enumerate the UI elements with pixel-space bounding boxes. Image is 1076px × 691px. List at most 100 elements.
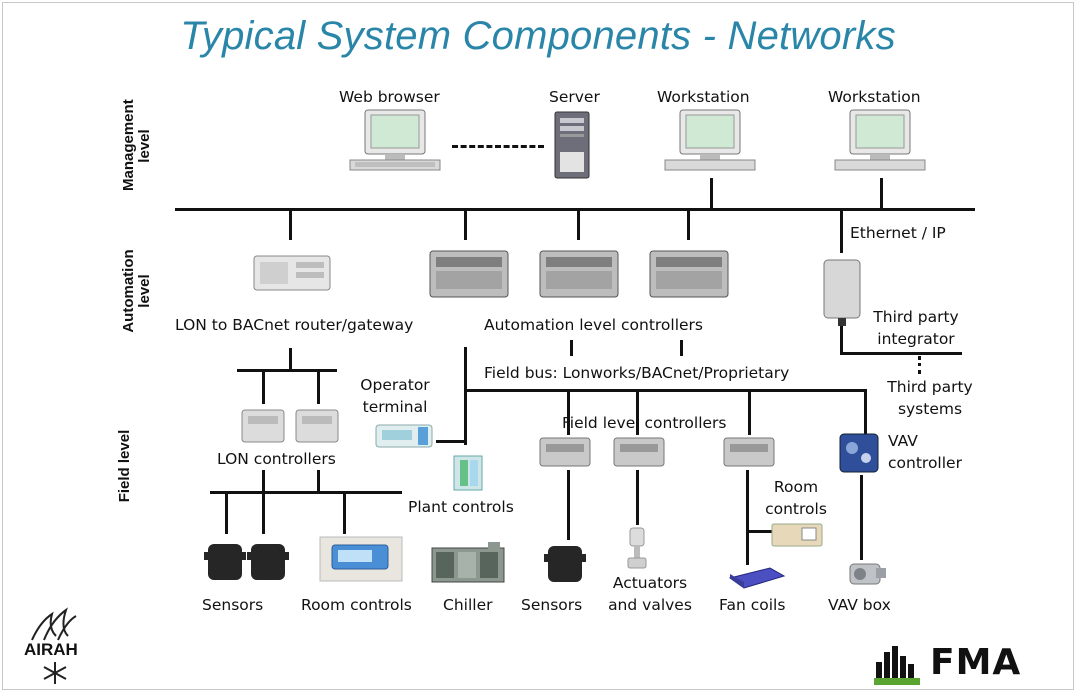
lon-ctrl-drop-2 xyxy=(317,470,320,492)
chiller-icon xyxy=(430,540,506,584)
flc-1-icon xyxy=(538,432,592,472)
label-workstation-1: Workstation xyxy=(657,88,750,106)
room-controls-right-icon xyxy=(770,520,826,550)
sensor-1-icon xyxy=(200,538,250,586)
label-integrator-line2: integrator xyxy=(877,330,955,348)
lon-bus-top xyxy=(237,369,337,372)
label-sensors-2: Sensors xyxy=(521,596,583,614)
alc-drop-3 xyxy=(680,340,683,356)
slide-title: Typical System Components - Networks xyxy=(180,14,896,58)
web-browser-pc-icon xyxy=(345,108,445,176)
drop-workstation-2 xyxy=(880,178,883,210)
vav-box-icon xyxy=(840,556,890,590)
sensor-3-icon xyxy=(540,540,590,588)
label-fan-coils: Fan coils xyxy=(719,596,786,614)
plant-controls-icon xyxy=(450,452,486,494)
level-label-automation: Automation level xyxy=(120,246,153,336)
integrator-dotted xyxy=(918,356,921,374)
vav-drop xyxy=(860,475,863,560)
drop-alc-1 xyxy=(464,208,467,240)
alc-3-icon xyxy=(648,245,730,303)
label-actuators: Actuators and valves xyxy=(598,572,702,616)
fan-coil-icon xyxy=(726,562,786,590)
integrator-drop xyxy=(840,325,843,353)
integrator-icon xyxy=(820,258,864,328)
lon-controller-1-icon xyxy=(240,406,286,446)
airah-logo: AIRAH xyxy=(22,600,88,686)
sensor-drop-3 xyxy=(343,491,346,534)
label-alc: Automation level controllers xyxy=(484,316,704,334)
label-operator-line2: terminal xyxy=(362,398,428,416)
label-room-controls: Room controls xyxy=(301,596,412,614)
workstation-1-icon xyxy=(660,108,760,176)
flc-drop-sensor xyxy=(567,470,570,540)
label-systems-line1: Third party xyxy=(887,378,973,396)
vav-controller-icon xyxy=(836,430,882,476)
lon-router-icon xyxy=(252,252,332,294)
label-field-level-controllers: Field level controllers xyxy=(562,414,727,432)
lon-controller-2-icon xyxy=(294,406,340,446)
level-label-management-line2: level xyxy=(136,129,153,163)
sensor-bus xyxy=(210,491,402,494)
label-actuators-line2: and valves xyxy=(608,596,692,614)
flc-3-icon xyxy=(722,432,776,472)
room-controls-icon xyxy=(318,535,404,583)
flc-2-icon xyxy=(612,432,666,472)
drop-alc-3 xyxy=(687,208,690,240)
label-plant-controls: Plant controls xyxy=(408,498,514,516)
label-vav-controller: VAV controller xyxy=(888,430,962,474)
fma-logo: FMA xyxy=(872,642,1062,688)
level-label-management: Management level xyxy=(120,99,153,191)
fieldbus-drop-2 xyxy=(636,389,639,435)
level-label-management-line1: Management xyxy=(120,99,137,191)
alc-2-icon xyxy=(538,245,620,303)
label-web-browser: Web browser xyxy=(339,88,440,106)
label-third-party-integrator: Third party integrator xyxy=(866,306,966,350)
fieldbus-drop-1 xyxy=(567,389,570,435)
drop-alc-2 xyxy=(577,208,580,240)
fma-logo-text: FMA xyxy=(930,642,1022,683)
label-ethernet: Ethernet / IP xyxy=(850,224,946,242)
lon-drop-2 xyxy=(317,369,320,404)
label-vav-line2: controller xyxy=(888,454,962,472)
field-bus-line xyxy=(464,389,866,392)
label-lon-controllers: LON controllers xyxy=(217,450,336,468)
fieldbus-drop-3 xyxy=(748,389,751,435)
sensor-drop-1 xyxy=(225,491,228,534)
label-sensors-1: Sensors xyxy=(202,596,264,614)
flc-drop-actuator xyxy=(636,470,639,525)
server-icon xyxy=(552,110,592,180)
label-operator-terminal: Operator terminal xyxy=(350,374,440,418)
workstation-2-icon xyxy=(830,108,930,176)
sensor-drop-2 xyxy=(262,491,265,534)
label-third-party-systems: Third party systems xyxy=(880,376,980,420)
alc-fieldbus-vertical xyxy=(464,347,467,445)
lon-drop-1 xyxy=(262,369,265,404)
label-chiller: Chiller xyxy=(443,596,493,614)
label-workstation-2: Workstation xyxy=(828,88,921,106)
label-vav-line1: VAV xyxy=(888,432,918,450)
lon-router-drop xyxy=(289,348,292,370)
label-operator-line1: Operator xyxy=(360,376,430,394)
label-systems-line2: systems xyxy=(897,400,963,418)
flc-drop-fancoil xyxy=(746,470,749,565)
level-label-field: Field level xyxy=(116,429,133,503)
integrator-line xyxy=(840,352,962,355)
alc-drop-2 xyxy=(570,340,573,356)
airah-logo-text: AIRAH xyxy=(24,640,78,659)
label-room-right-line2: controls xyxy=(765,500,827,518)
ethernet-bus-line xyxy=(175,208,975,211)
drop-workstation-1 xyxy=(710,178,713,210)
label-lon-router: LON to BACnet router/gateway xyxy=(175,316,414,334)
fieldbus-drop-vav xyxy=(864,389,867,435)
label-room-controls-right: Room controls xyxy=(758,476,834,520)
label-actuators-line1: Actuators xyxy=(612,574,688,592)
dashed-link xyxy=(452,145,544,148)
label-room-right-line1: Room xyxy=(773,478,819,496)
label-field-bus: Field bus: Lonworks/BACnet/Proprietary xyxy=(484,364,790,382)
drop-lon-router xyxy=(289,208,292,240)
label-server: Server xyxy=(549,88,600,106)
label-vav-box: VAV box xyxy=(828,596,891,614)
operator-terminal-icon xyxy=(374,421,436,451)
